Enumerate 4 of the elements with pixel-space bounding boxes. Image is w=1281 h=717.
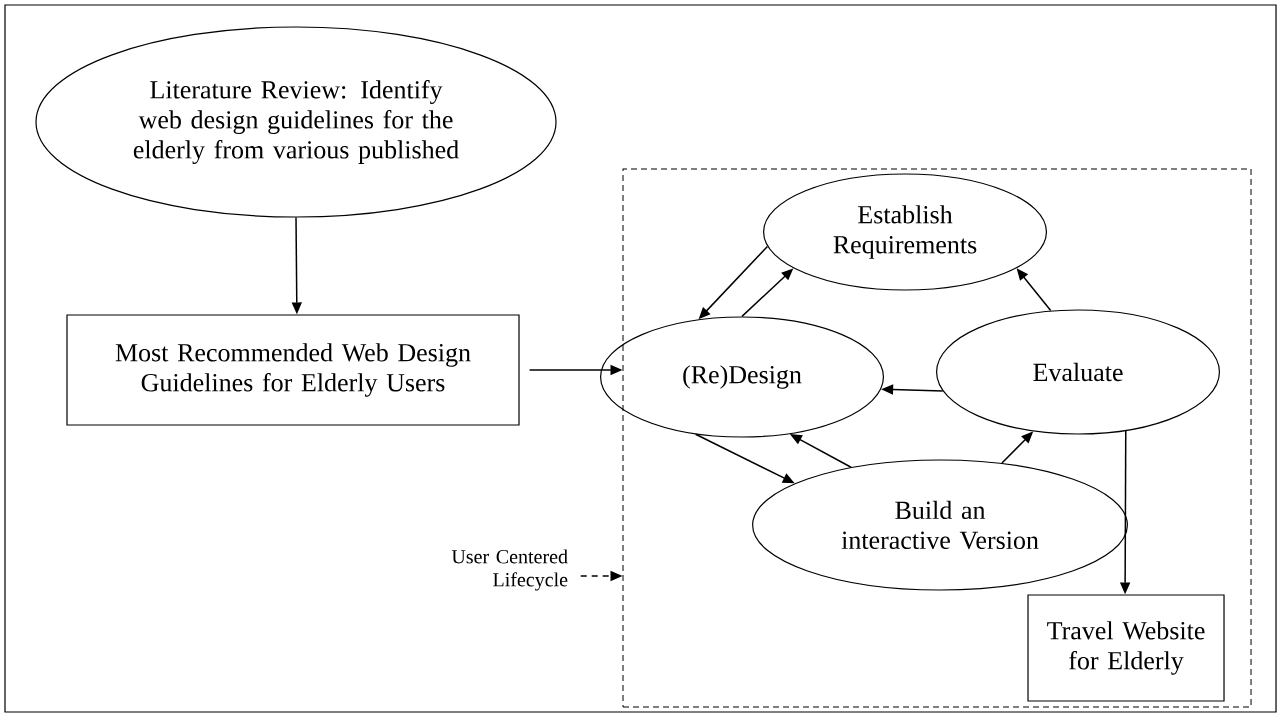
process-box: Travel Website for Elderly — [1027, 594, 1225, 702]
dashed-frame — [622, 168, 1252, 708]
caption-text: User Centered Lifecycle — [451, 549, 568, 591]
process-box: Most Recommended Web Design Guidelines for Elderly Users — [66, 314, 520, 426]
